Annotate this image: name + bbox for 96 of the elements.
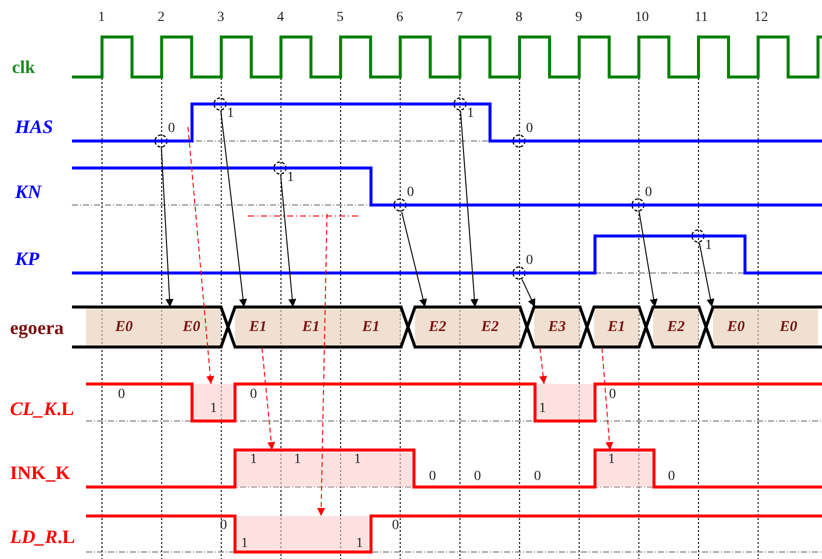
- clock-cycle-number: 7: [456, 11, 463, 25]
- arrow: [160, 148, 174, 308]
- signal-name: clk: [12, 58, 36, 76]
- state-label: E1: [608, 320, 626, 334]
- sample-point-marker: [631, 198, 645, 212]
- dashed-arrow: [539, 348, 548, 384]
- state-cell: [341, 308, 401, 346]
- signal-name: HAS: [15, 118, 54, 137]
- state-cell: [460, 308, 520, 346]
- sample-value: 0: [407, 186, 414, 200]
- clock-cycle-number: 8: [516, 11, 523, 25]
- sample-point-marker: [154, 134, 168, 148]
- signal-value: 0: [534, 470, 541, 484]
- clock-cycle-number: 9: [575, 11, 582, 25]
- signal-value: 0: [118, 388, 125, 402]
- state-label: E2: [667, 320, 685, 334]
- sample-value: 0: [526, 122, 533, 136]
- state-cell: [759, 308, 818, 346]
- state-cell: [534, 308, 580, 346]
- clock-cycle-number: 12: [754, 11, 768, 25]
- sample-point-marker: [512, 266, 526, 280]
- sample-value: 1: [227, 107, 234, 121]
- arrow: [401, 211, 427, 308]
- active-pulse: [192, 384, 235, 421]
- arrow: [638, 211, 658, 308]
- state-label: E1: [249, 320, 267, 334]
- clock-cycle-number: 1: [98, 11, 105, 25]
- pulse-value: 1: [539, 402, 546, 416]
- arrow: [521, 278, 536, 308]
- dashed-arrow: [188, 126, 214, 384]
- pulse-value: 1: [241, 537, 248, 551]
- signal-name: egoera: [10, 319, 64, 338]
- sample-value: 0: [526, 254, 533, 268]
- state-cell: [713, 308, 759, 346]
- clock-cycle-number: 5: [336, 11, 344, 25]
- signal-name: LD_R.L: [10, 528, 75, 547]
- clock-cycle-number: 6: [396, 11, 404, 25]
- sample-value: 1: [467, 107, 474, 121]
- pulse-value: 1: [356, 537, 363, 551]
- state-cell: [594, 308, 639, 346]
- signal-name: INK_K: [10, 464, 70, 483]
- dashed-arrow: [317, 214, 328, 516]
- clock-cycle-number: 3: [217, 11, 224, 25]
- sample-point-marker: [453, 97, 467, 111]
- state-cell: [415, 308, 460, 346]
- state-cell: [86, 308, 162, 346]
- pulse-value: 1: [250, 453, 257, 467]
- sample-value: 1: [287, 171, 294, 185]
- sample-point-marker: [393, 198, 407, 212]
- state-label: E1: [302, 320, 320, 334]
- sample-point-marker: [691, 229, 705, 243]
- clock-cycle-number: 2: [158, 11, 165, 25]
- sample-value: 0: [168, 122, 175, 136]
- arrow: [698, 242, 714, 308]
- pulse-value: 1: [608, 453, 615, 467]
- sample-point-marker: [273, 161, 287, 175]
- clock-cycle-number: 11: [694, 11, 708, 25]
- state-label: E2: [428, 320, 446, 334]
- state-label: E0: [115, 320, 133, 334]
- clock-cycle-number: 10: [634, 11, 649, 25]
- state-label: E0: [182, 320, 200, 334]
- active-pulse: [235, 516, 371, 552]
- signal-value: 0: [250, 388, 257, 402]
- dashed-arrow: [262, 348, 276, 450]
- state-label: E0: [780, 320, 798, 334]
- signal-value: 0: [474, 470, 481, 484]
- signal-value: 0: [429, 470, 436, 484]
- signal-value: 0: [392, 519, 399, 533]
- pulse-value: 1: [294, 453, 301, 467]
- signal-name: KN: [15, 183, 42, 202]
- state-cell: [235, 308, 281, 346]
- state-label: E3: [548, 320, 566, 334]
- state-label: E1: [362, 320, 380, 334]
- state-cell: [162, 308, 221, 346]
- state-label: E0: [727, 320, 745, 334]
- state-cell: [653, 308, 699, 346]
- state-label: E2: [481, 320, 499, 334]
- signal-value: 0: [220, 519, 227, 533]
- sample-point-marker: [512, 134, 526, 148]
- sample-value: 0: [645, 186, 652, 200]
- arrow: [220, 110, 248, 308]
- signal-name: CL_K.L: [10, 400, 74, 419]
- active-pulse: [235, 450, 414, 487]
- active-pulse: [595, 450, 654, 487]
- sample-point-marker: [213, 97, 227, 111]
- signal-value: 0: [609, 388, 616, 402]
- pulse-value: 1: [210, 402, 217, 416]
- arrow: [280, 174, 296, 308]
- clock-cycle-number: 4: [276, 11, 284, 25]
- active-pulse: [535, 384, 595, 421]
- signal-name: KP: [15, 250, 40, 269]
- sample-value: 1: [705, 239, 712, 253]
- signal-value: 0: [668, 470, 675, 484]
- arrow: [460, 110, 478, 308]
- pulse-value: 1: [354, 453, 361, 467]
- dashed-arrow: [602, 348, 614, 450]
